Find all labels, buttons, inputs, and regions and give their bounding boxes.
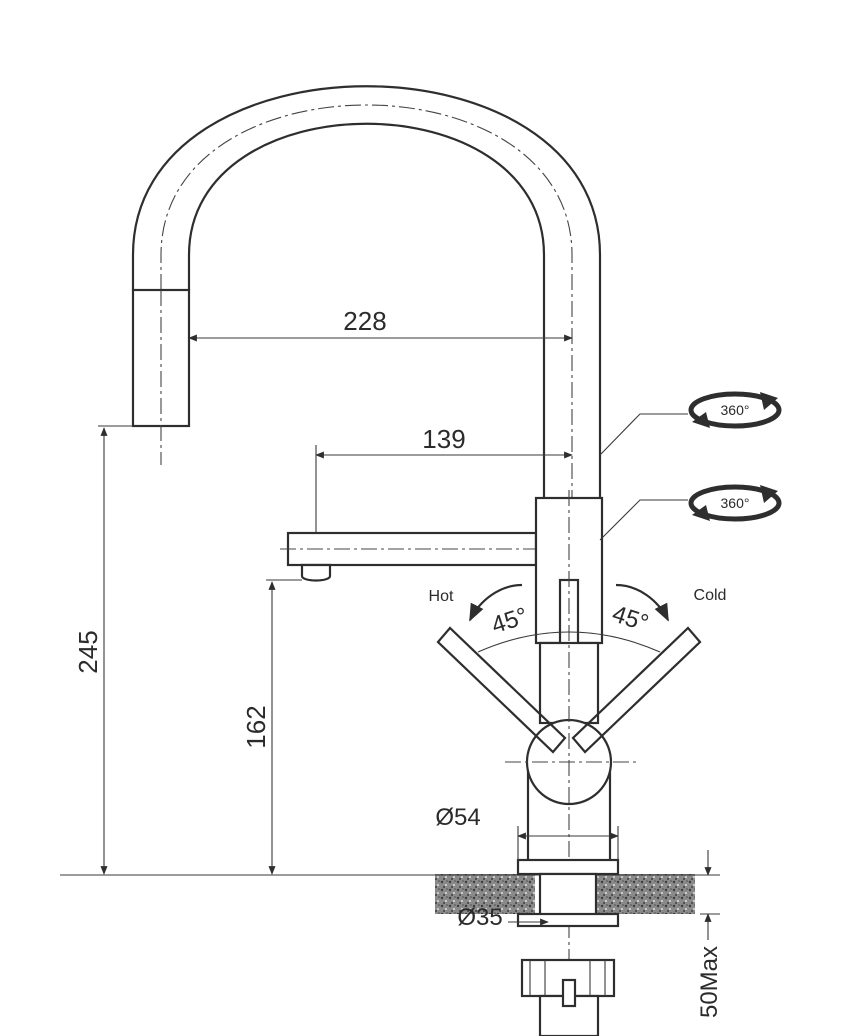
handle-cold-position <box>571 626 702 754</box>
rotation-symbol-upper: 360° <box>688 391 782 429</box>
rotation-label-lower: 360° <box>721 495 750 511</box>
hot-direction-arrow <box>469 583 523 622</box>
rotation-label-upper: 360° <box>721 402 750 418</box>
worktop-thickness-label: 50Max <box>696 946 723 1018</box>
base-diameter-label: Ø54 <box>435 804 480 831</box>
filtered-spout-reach-label: 139 <box>422 424 465 454</box>
main-spout <box>131 85 602 498</box>
spray-head <box>131 288 191 465</box>
cold-angle-label: 45° <box>609 600 652 637</box>
cold-direction-arrow <box>615 583 669 622</box>
filtered-spout-height-label: 162 <box>241 705 271 748</box>
hot-label: Hot <box>429 588 454 605</box>
cold-label: Cold <box>694 587 727 604</box>
spout-height-label: 245 <box>73 630 103 673</box>
filtered-spout <box>280 531 545 582</box>
handle-swing-arc <box>477 631 661 653</box>
spout-reach-label: 228 <box>343 306 386 336</box>
dimension-lines <box>98 334 720 940</box>
tap-body <box>505 490 640 1036</box>
mounting-fixture <box>516 858 620 1036</box>
hole-diameter-label: Ø35 <box>457 904 502 931</box>
worktop-section <box>60 874 720 914</box>
rotation-symbol-lower: 360° <box>688 484 782 522</box>
handle-hot-position <box>436 626 567 754</box>
hot-angle-label: 45° <box>488 602 531 639</box>
